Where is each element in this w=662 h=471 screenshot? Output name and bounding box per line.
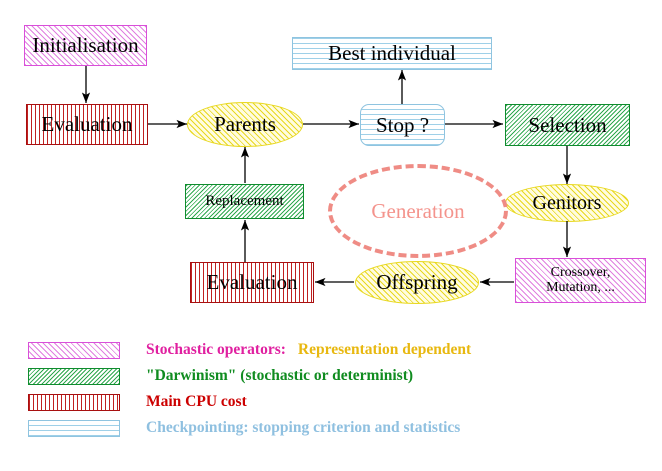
legend-row-cpu-cost: Main CPU cost <box>0 390 247 414</box>
legend-label-representation-dependent: Representation dependent <box>297 341 472 358</box>
node-selection-label: Selection <box>528 112 607 137</box>
node-mutation-label: Mutation, ... <box>546 279 615 295</box>
node-stop[interactable]: Stop ? <box>360 104 445 146</box>
legend-label-main-cpu-cost: Main CPU cost <box>146 393 247 410</box>
node-genitors-label: Genitors <box>532 191 602 214</box>
node-initialisation[interactable]: Initialisation <box>24 25 147 66</box>
legend-label-stochastic-operators: Stochastic operators: <box>146 341 286 358</box>
node-selection[interactable]: Selection <box>505 104 630 146</box>
node-evaluation-bottom-label: Evaluation <box>206 270 298 295</box>
legend-row-checkpointing: Checkpointing: stopping criterion and st… <box>0 416 460 440</box>
node-evaluation-top[interactable]: Evaluation <box>26 104 148 145</box>
legend-swatch-horizontal-hatch-blue <box>28 419 120 437</box>
node-best-individual-label: Best individual <box>328 41 456 66</box>
legend: Stochastic operators: Representation dep… <box>0 336 662 471</box>
node-best-individual[interactable]: Best individual <box>292 37 492 70</box>
legend-label-checkpointing: Checkpointing: stopping criterion and st… <box>146 419 461 436</box>
node-parents-label: Parents <box>214 112 276 137</box>
node-replacement[interactable]: Replacement <box>185 184 304 219</box>
legend-label-darwinism: "Darwinism" (stochastic or determinist) <box>146 367 414 384</box>
node-generation-label: Generation <box>371 198 465 223</box>
node-generation-group: Generation <box>328 164 508 258</box>
node-offspring-label: Offspring <box>376 270 458 295</box>
node-initialisation-label: Initialisation <box>32 33 139 58</box>
legend-row-darwinism: "Darwinism" (stochastic or determinist) <box>0 364 413 388</box>
node-evaluation-top-label: Evaluation <box>41 112 133 137</box>
node-genitors[interactable]: Genitors <box>505 184 629 222</box>
legend-row-stochastic: Stochastic operators: Representation dep… <box>0 338 471 362</box>
node-offspring[interactable]: Offspring <box>355 261 479 304</box>
node-crossover-label: Crossover, <box>550 264 611 280</box>
legend-swatch-vertical-hatch-red <box>28 393 120 411</box>
node-parents[interactable]: Parents <box>187 102 303 147</box>
node-crossover-mutation[interactable]: Crossover, Mutation, ... <box>515 258 646 303</box>
legend-swatch-diagonal-hatch-magenta <box>28 341 120 359</box>
legend-swatch-diagonal-hatch-green <box>28 367 120 385</box>
node-stop-label: Stop ? <box>375 112 430 137</box>
node-replacement-label: Replacement <box>205 192 284 209</box>
node-evaluation-bottom[interactable]: Evaluation <box>190 262 314 303</box>
